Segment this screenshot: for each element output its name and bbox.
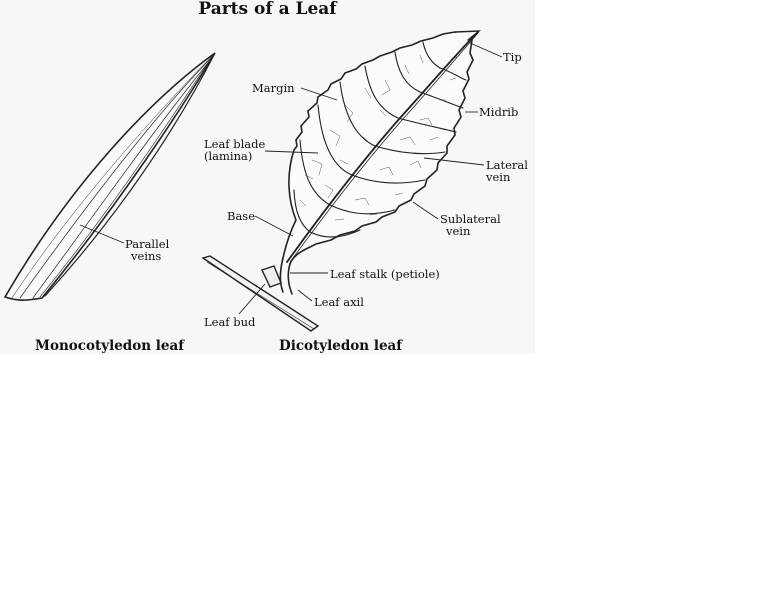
label-tip: Tip: [503, 50, 522, 64]
label-leaf-axil: Leaf axil: [314, 295, 364, 309]
caption-monocot: Monocotyledon leaf: [35, 338, 185, 354]
label-parallel-veins: Parallel veins: [125, 237, 170, 263]
label-midrib: Midrib: [479, 105, 519, 119]
leaf-diagram: Parts of a Leaf Parallel veins Tip Margi…: [0, 0, 535, 354]
label-leaf-blade: Leaf blade (lamina): [204, 137, 266, 163]
label-leaf-stalk: Leaf stalk (petiole): [330, 267, 440, 281]
leaf-drawing: [3, 30, 503, 332]
label-base: Base: [227, 209, 256, 223]
label-margin: Margin: [252, 81, 295, 95]
label-sublateral-vein: Sublateral vein: [440, 212, 501, 238]
caption-dicot: Dicotyledon leaf: [279, 338, 403, 354]
label-lateral-vein: Lateral vein: [486, 158, 528, 184]
monocot-leaf-drawing: [3, 52, 216, 301]
diagram-title: Parts of a Leaf: [198, 0, 337, 19]
leader-lines: [79, 42, 503, 315]
label-leaf-bud: Leaf bud: [204, 315, 256, 329]
dicot-leaf-drawing: [279, 30, 482, 295]
